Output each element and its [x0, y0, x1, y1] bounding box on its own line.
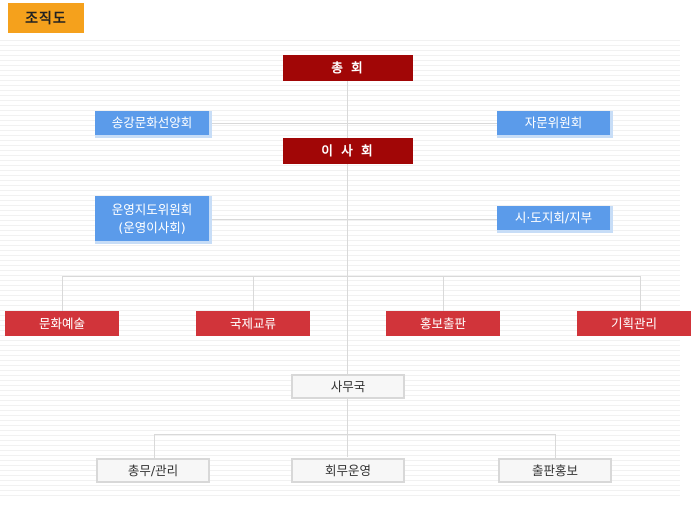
department-node-1: 문화예술 [5, 311, 119, 336]
dept-drop-3 [443, 276, 444, 311]
department-node-4: 기획관리 [577, 311, 691, 336]
section-node-1: 총무/관리 [96, 458, 210, 483]
secretariat-node: 사무국 [291, 374, 405, 399]
section-drop-1 [154, 434, 155, 458]
branches-node: 시·도지회/지부 [497, 206, 613, 233]
foundation-advisory-connector [210, 123, 498, 124]
dept-drop-1 [62, 276, 63, 311]
page-title: 조직도 [8, 3, 84, 33]
sections-horizontal-connector [154, 434, 556, 435]
foundation-node: 송강문화선양회 [95, 111, 212, 138]
section-drop-3 [555, 434, 556, 458]
steering-branches-connector [212, 219, 498, 220]
steering-node: 운영지도위원회 (운영이사회) [95, 196, 212, 244]
section-node-2: 회무운영 [291, 458, 405, 483]
section-node-3: 출판홍보 [498, 458, 612, 483]
department-node-2: 국제교류 [196, 311, 310, 336]
main-vertical-connector [347, 81, 348, 457]
department-node-3: 홍보출판 [386, 311, 500, 336]
dept-drop-2 [253, 276, 254, 311]
departments-horizontal-connector [62, 276, 641, 277]
background-lines [0, 36, 680, 496]
general-assembly-node: 총 회 [283, 55, 413, 81]
advisory-node: 자문위원회 [497, 111, 613, 138]
dept-drop-4 [640, 276, 641, 311]
board-node: 이 사 회 [283, 138, 413, 164]
